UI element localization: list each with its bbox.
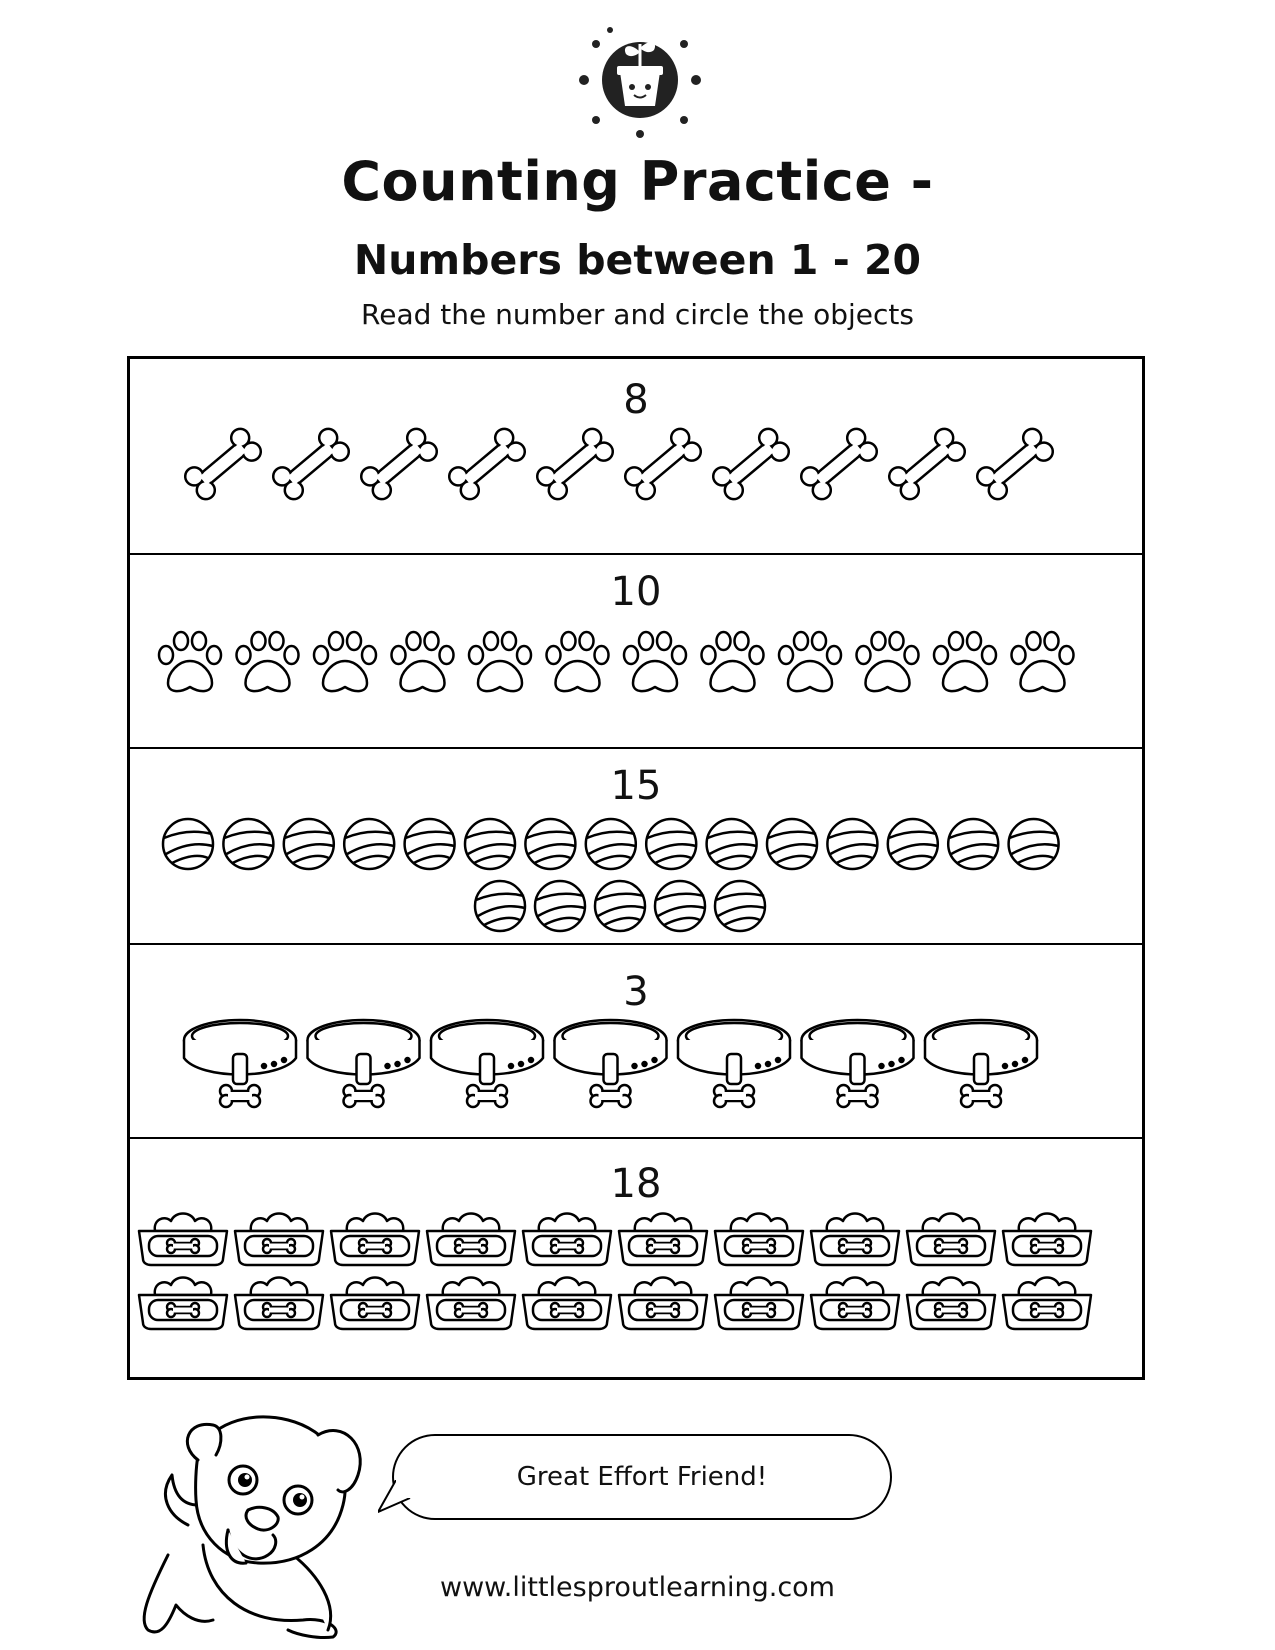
target-number: 18 [610, 1161, 662, 1207]
paw-print-icon [777, 630, 843, 693]
paw-print-icon [312, 630, 378, 693]
dog-collar-icon [182, 1018, 298, 1109]
paw-print-icon [390, 630, 455, 693]
page-title: Counting Practice - [341, 150, 934, 213]
food-bowl-icon [809, 1276, 901, 1331]
puppy-icon [142, 1415, 362, 1639]
target-number: 10 [610, 569, 662, 615]
ball-icon [765, 817, 819, 871]
food-bowl-icon [233, 1276, 325, 1331]
bone-icon [183, 427, 263, 501]
food-bowl-icon [425, 1276, 517, 1331]
paw-print-icon [1010, 630, 1075, 693]
speech-bubble: Great Effort Friend! [392, 1434, 892, 1520]
bone-icon [887, 427, 967, 501]
exercise-table: 8 10 15 [127, 356, 1145, 1380]
ball-icon [713, 879, 767, 933]
food-bowl-icon [809, 1212, 901, 1267]
paw-print-icon [467, 630, 533, 693]
bone-icon [271, 427, 351, 501]
dog-collar-icon [800, 1018, 915, 1109]
food-bowl-icon [1001, 1276, 1093, 1331]
speech-text: Great Effort Friend! [516, 1462, 768, 1492]
page-subtitle: Numbers between 1 - 20 [353, 236, 922, 284]
ball-icon [342, 817, 396, 871]
bone-icon [623, 427, 703, 501]
instruction-text: Read the number and circle the objects [361, 298, 914, 331]
ball-icon [524, 817, 577, 871]
food-bowl-icon [521, 1276, 613, 1331]
ball-icon [161, 817, 215, 871]
ball-icon [705, 817, 758, 871]
food-bowl-icon [521, 1212, 613, 1267]
ball-icon [593, 879, 647, 933]
speech-bubble-tail [378, 1480, 418, 1513]
ball-icon [886, 817, 940, 871]
bone-icon [975, 427, 1055, 501]
ball-icon [1007, 817, 1060, 871]
exercise-row: 18 [130, 1137, 1142, 1379]
bone-icon [535, 427, 615, 501]
food-bowl-icon [137, 1212, 229, 1267]
exercise-row: 15 [130, 747, 1142, 945]
food-bowl-icon [617, 1212, 709, 1267]
bone-icon [447, 427, 527, 501]
paw-print-icon [622, 630, 688, 693]
ball-icon [644, 817, 698, 871]
paw-print-icon [235, 630, 300, 693]
paw-print-icon [157, 630, 223, 693]
food-bowl-icon [425, 1212, 517, 1267]
ball-icon [473, 879, 527, 933]
target-number: 8 [623, 377, 649, 423]
ball-icon [946, 817, 1000, 871]
ball-icon [282, 817, 336, 871]
smiling-plant-pot-icon [579, 27, 701, 138]
food-bowl-icon [713, 1212, 805, 1267]
ball-icon [533, 879, 587, 933]
ball-icon [403, 817, 456, 871]
ball-icon [222, 817, 275, 871]
food-bowl-icon-group [137, 1212, 1093, 1331]
dog-collar-icon [676, 1018, 792, 1109]
dog-collar-icon-group [182, 1018, 1039, 1109]
food-bowl-icon [905, 1276, 997, 1331]
target-number: 3 [623, 969, 649, 1015]
food-bowl-icon [137, 1276, 229, 1331]
ball-icon [463, 817, 517, 871]
dog-collar-icon [429, 1018, 545, 1109]
bone-icon [711, 427, 791, 501]
food-bowl-icon [329, 1276, 421, 1331]
food-bowl-icon [905, 1212, 997, 1267]
exercise-row: 3 [130, 943, 1142, 1139]
exercise-row: 10 [130, 553, 1142, 749]
bone-icon [799, 427, 879, 501]
ball-icon [584, 817, 638, 871]
paw-print-icon-group [157, 630, 1075, 693]
food-bowl-icon [1001, 1212, 1093, 1267]
ball-icon [826, 817, 879, 871]
bone-icon [359, 427, 439, 501]
target-number: 15 [610, 763, 662, 809]
paw-print-icon [855, 630, 920, 693]
dog-collar-icon [306, 1018, 421, 1109]
ball-icon-group [161, 817, 1060, 933]
food-bowl-icon [713, 1276, 805, 1331]
paw-print-icon [545, 630, 610, 693]
bone-icon-group [183, 427, 1055, 501]
food-bowl-icon [617, 1276, 709, 1331]
dog-collar-icon [923, 1018, 1039, 1109]
food-bowl-icon [233, 1212, 325, 1267]
dog-collar-icon [553, 1018, 668, 1109]
paw-print-icon [932, 630, 998, 693]
exercise-row: 8 [130, 359, 1142, 553]
food-bowl-icon [329, 1212, 421, 1267]
footer-url: www.littlesproutlearning.com [440, 1572, 835, 1603]
paw-print-icon [700, 630, 765, 693]
ball-icon [653, 879, 707, 933]
